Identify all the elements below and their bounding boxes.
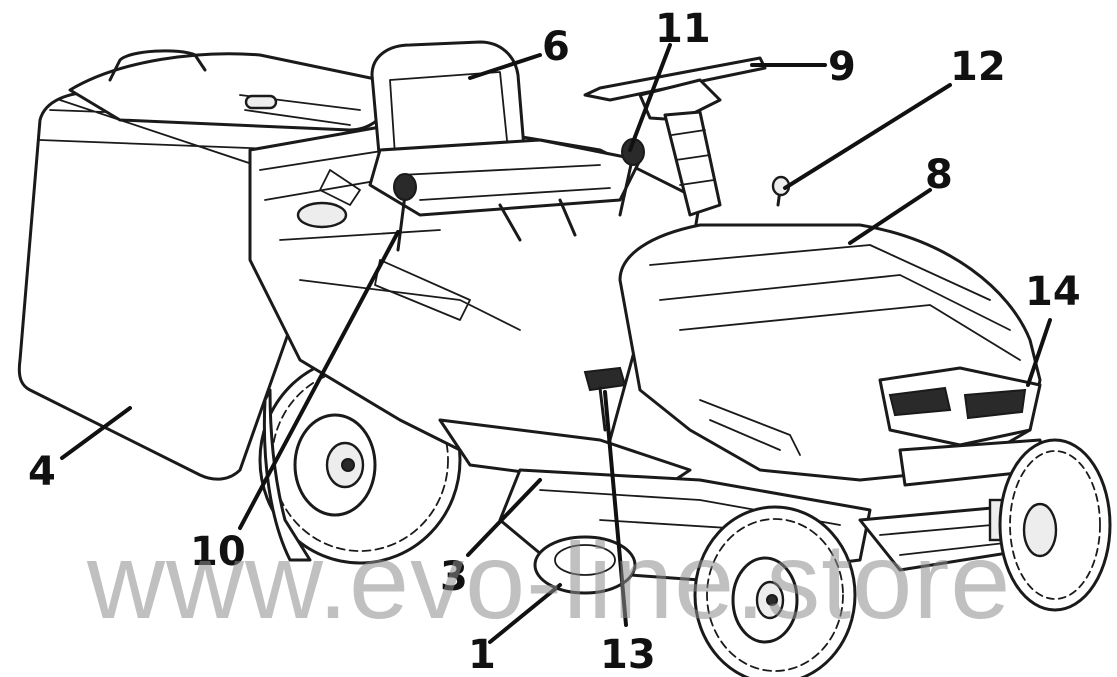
leader-10 <box>238 230 400 530</box>
front-wheel-left <box>693 505 857 677</box>
callout-4: 4 <box>28 449 56 495</box>
steering-assembly <box>583 56 767 217</box>
callout-10: 10 <box>190 529 246 575</box>
leader-12 <box>783 83 952 190</box>
callout-3: 3 <box>440 554 468 600</box>
callout-14: 14 <box>1025 269 1081 315</box>
leader-13 <box>603 390 628 627</box>
leader-3 <box>466 478 542 557</box>
callout-11: 11 <box>655 6 711 52</box>
callout-12: 12 <box>950 44 1006 90</box>
leader-8 <box>848 188 932 245</box>
callout-1: 1 <box>468 632 496 677</box>
callout-labels: 1 3 4 6 8 9 10 11 12 13 14 <box>28 6 1081 677</box>
leader-1 <box>488 583 562 644</box>
callout-8: 8 <box>925 152 953 198</box>
front-wheel-right <box>998 438 1112 612</box>
brake-pedal <box>583 366 627 432</box>
callout-9: 9 <box>828 44 856 90</box>
leader-6 <box>468 53 542 80</box>
leader-14 <box>1026 318 1052 387</box>
leader-4 <box>60 406 132 460</box>
leader-11 <box>628 43 672 152</box>
leader-lines <box>60 43 1052 644</box>
control-levers <box>393 138 791 252</box>
callout-13: 13 <box>600 632 656 677</box>
callout-6: 6 <box>542 24 570 70</box>
hood <box>618 223 1047 487</box>
watermark: www.evo-line.store <box>86 520 1011 641</box>
